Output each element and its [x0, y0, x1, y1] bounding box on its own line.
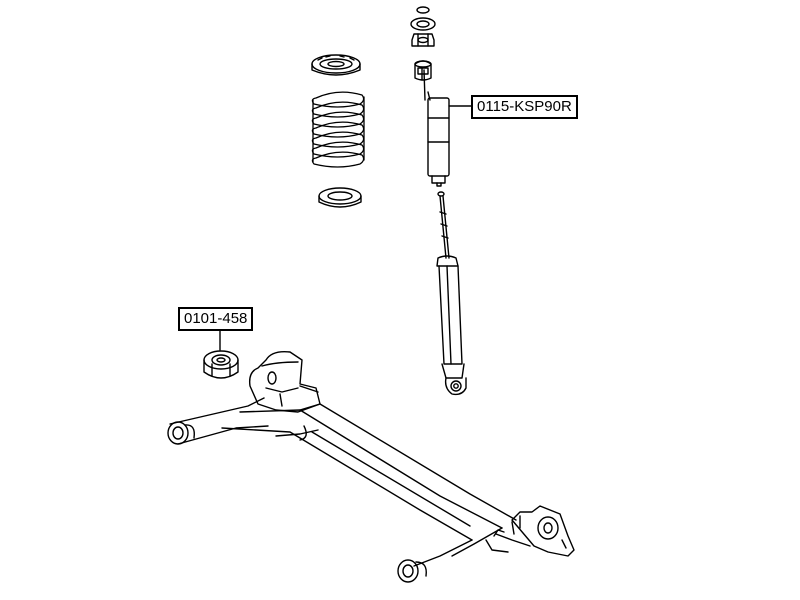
upper-spring-seat [311, 54, 361, 76]
shock-absorber-part-number-label: 0115-KSP90R [471, 95, 578, 119]
bushing [203, 350, 239, 379]
rear-axle-beam [167, 350, 575, 583]
coil-spring [311, 91, 365, 168]
mount-bearing-plate [410, 17, 436, 31]
mount-washer-top [416, 6, 430, 14]
shock-absorber-body [417, 67, 450, 187]
shock-absorber-lower-cylinder [436, 255, 465, 379]
bushing-part-number-label: 0101-458 [178, 307, 254, 331]
bump-stop-boot [414, 60, 432, 81]
lower-spring-insulator [318, 187, 362, 208]
mount-nut [411, 33, 435, 47]
shock-absorber-lower-eye [444, 377, 467, 396]
shock-absorber-rod [437, 191, 450, 259]
